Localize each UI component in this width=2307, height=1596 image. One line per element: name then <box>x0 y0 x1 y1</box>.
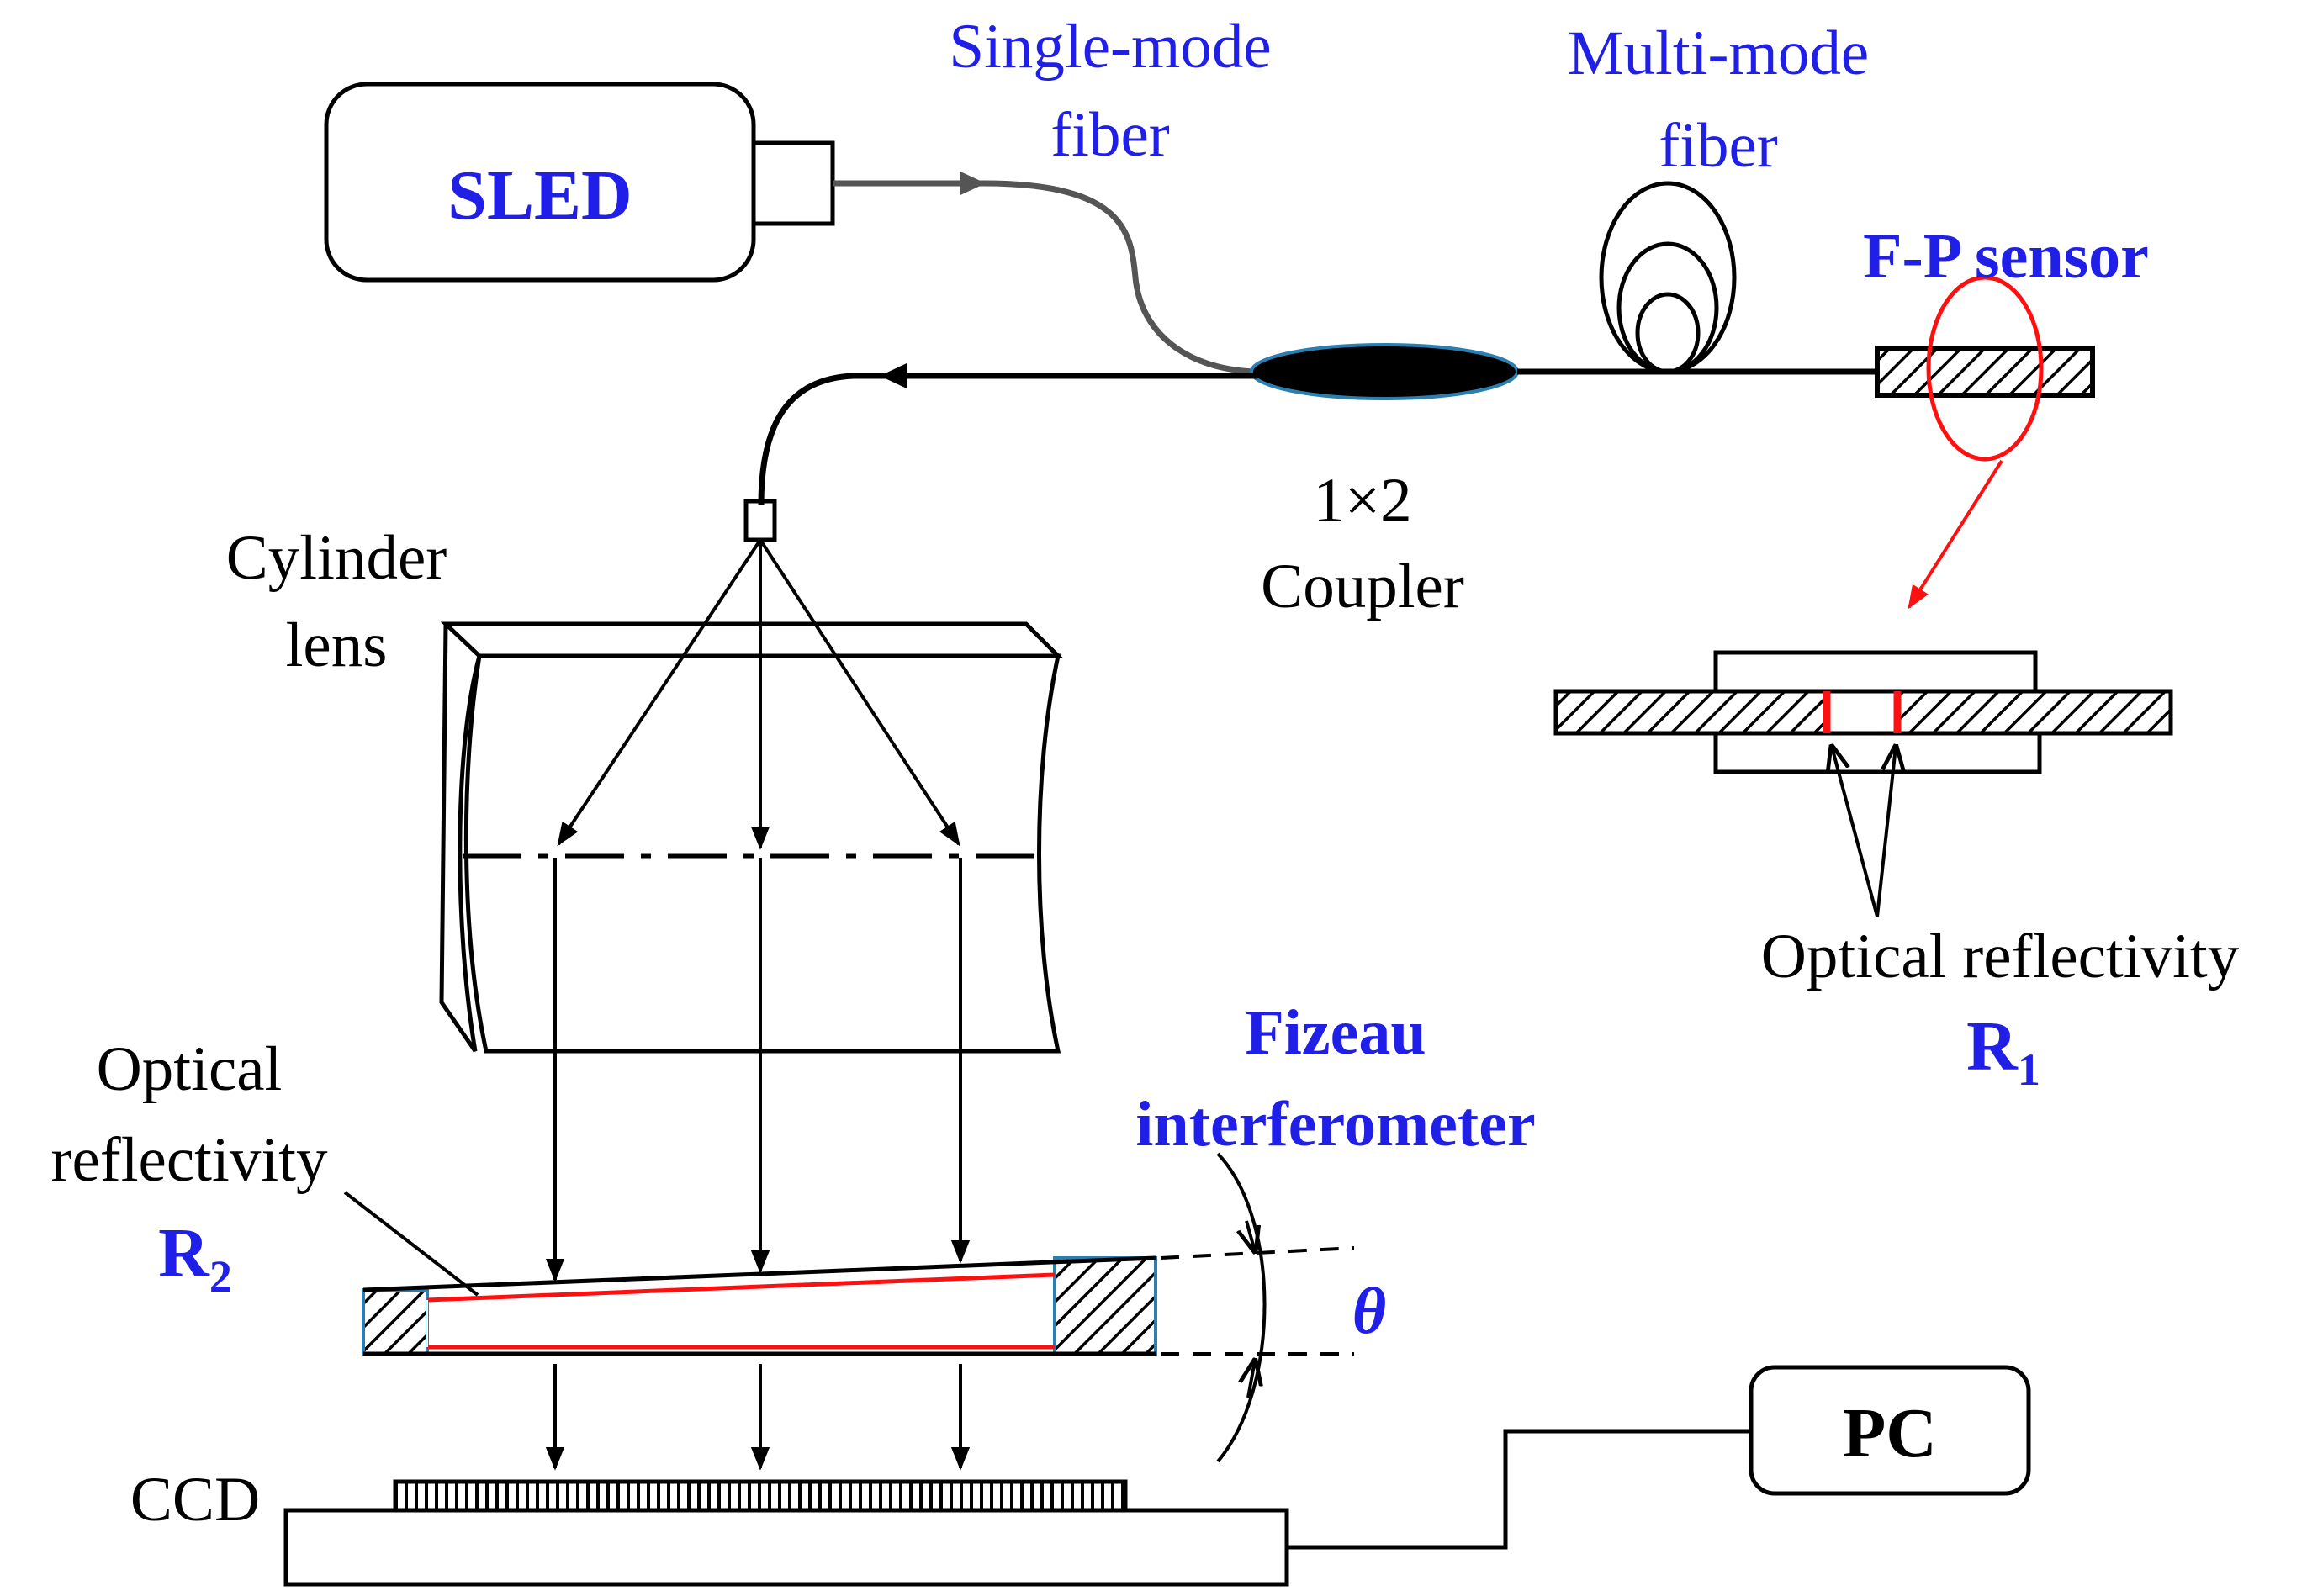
cylinder-lens: Cylinder lens <box>226 523 1064 1054</box>
reflectivity-r2-label-line1: Optical <box>97 1034 283 1104</box>
theta-dash-top <box>1160 1246 1355 1260</box>
fp-sensor-body <box>1875 346 2095 398</box>
fiber-loop-outer <box>1599 181 1737 374</box>
pc-label: PC <box>1843 1394 1937 1472</box>
detail-bottom-sleeve <box>1713 731 2042 774</box>
single-mode-fiber-arrowhead <box>960 172 986 195</box>
fiber-loop-inner <box>1635 292 1701 374</box>
multi-mode-fiber: Multi-mode fiber <box>1517 18 1877 375</box>
sled-connector <box>751 140 835 226</box>
sled-label: SLED <box>447 156 632 235</box>
ccd: CCD <box>130 1465 1289 1587</box>
wedge-left-spacer <box>362 1288 429 1356</box>
single-mode-fiber-label-line1: Single-mode <box>949 12 1271 82</box>
coupler-body <box>1250 343 1519 400</box>
fp-sensor-zoom-arrow <box>1908 459 2003 610</box>
ccd-label: CCD <box>130 1465 260 1535</box>
single-mode-fiber: Single-mode fiber <box>833 12 1272 375</box>
return-fiber <box>743 363 1257 542</box>
wedge-top-plate <box>362 1255 1156 1292</box>
coupler-label-line1: 1×2 <box>1313 466 1411 536</box>
ccd-to-pc-cable <box>1287 1429 1751 1550</box>
cylinder-lens-label-line1: Cylinder <box>226 523 447 593</box>
coupler: 1×2 Coupler <box>1250 343 1519 621</box>
coupler-label-line2: Coupler <box>1261 552 1464 621</box>
pc-box <box>1749 1365 2031 1496</box>
fp-sensor-detail: Optical reflectivity R1 <box>1553 650 2240 1095</box>
theta-label: θ <box>1352 1274 1387 1347</box>
r2-pointer <box>343 1191 479 1297</box>
reflectivity-r1-label: Optical reflectivity <box>1761 922 2240 991</box>
r2-label: R2 <box>158 1214 232 1302</box>
multi-mode-fiber-label-line1: Multi-mode <box>1568 18 1869 88</box>
collimated-rays <box>545 858 971 1282</box>
output-rays <box>545 1364 971 1471</box>
lens-front-face <box>463 653 1061 1054</box>
ccd-sensor-array <box>393 1479 1128 1513</box>
fiber-end-connector <box>743 499 777 542</box>
detail-top-sleeve <box>1713 650 2038 694</box>
fp-sensor-highlight-circle <box>1926 275 2044 462</box>
theta-arc <box>1216 1152 1267 1463</box>
detail-arrow-left <box>1832 747 1879 917</box>
single-mode-fiber-label-line2: fiber <box>1050 100 1170 170</box>
lens-left-face <box>439 623 482 1053</box>
reflectivity-r2-label-line2: reflectivity <box>50 1125 328 1195</box>
return-fiber-arrowhead <box>880 363 907 388</box>
ccd-base <box>283 1508 1289 1587</box>
lens-top-face <box>440 621 1064 658</box>
fizeau-wedge: θ Fizeau interferometer Optical reflecti… <box>50 997 1536 1463</box>
cylinder-lens-label-line2: lens <box>286 610 388 680</box>
single-mode-fiber-line <box>833 180 1258 375</box>
ray-right-diverge <box>759 538 960 847</box>
detail-left-fiber <box>1553 689 1829 736</box>
theta-arrow-top <box>1246 1220 1255 1251</box>
pc: PC <box>1287 1365 2031 1550</box>
wedge-red-top <box>426 1272 1056 1303</box>
return-fiber-line <box>758 373 1257 505</box>
fp-sensor: F-P sensor <box>1863 221 2149 610</box>
detail-arrow-right <box>1876 747 1896 917</box>
ray-left-diverge <box>557 538 762 847</box>
r1-label: R1 <box>1966 1007 2040 1095</box>
fp-sensor-label: F-P sensor <box>1863 221 2149 292</box>
multi-mode-fiber-label-line2: fiber <box>1659 111 1778 181</box>
fizeau-label-line2: interferometer <box>1135 1089 1535 1160</box>
fizeau-label-line1: Fizeau <box>1245 997 1426 1068</box>
fiber-loop-middle <box>1616 241 1719 374</box>
theta-arrow-bottom <box>1248 1361 1255 1398</box>
detail-right-fiber <box>1895 689 2173 736</box>
wedge-right-spacer <box>1053 1256 1157 1356</box>
sled-source: SLED <box>324 82 835 283</box>
diverging-rays <box>557 538 960 850</box>
